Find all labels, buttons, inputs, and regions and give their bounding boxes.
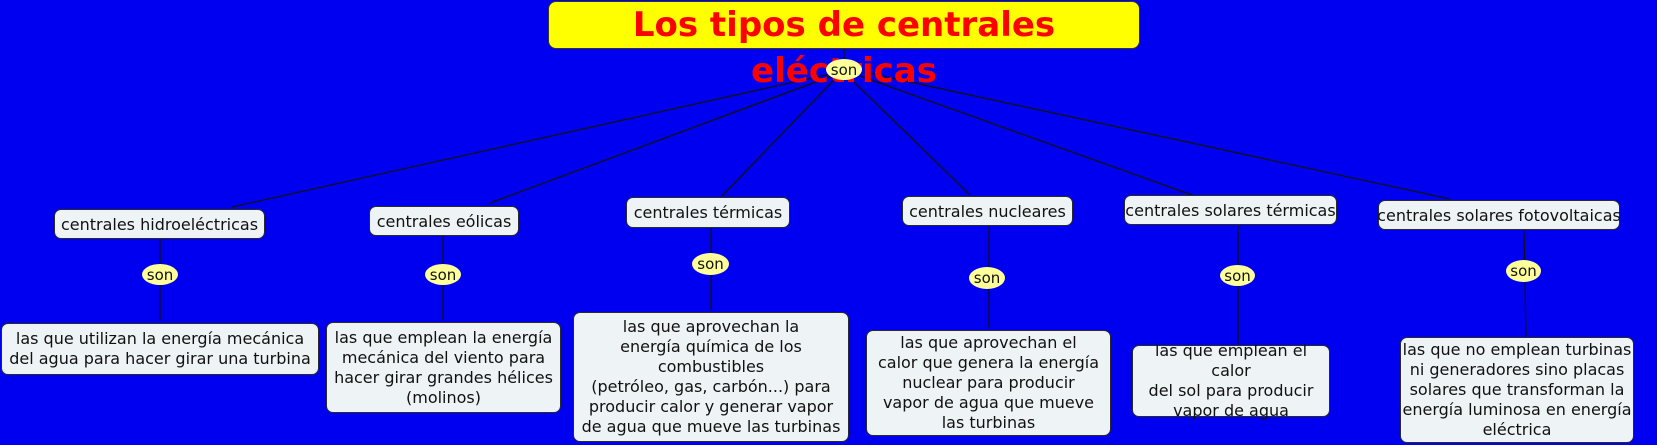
link-label-hidroelectricas: son: [142, 264, 178, 285]
node-eolicas[interactable]: centrales eólicas: [369, 206, 519, 236]
link-label-termicas: son: [692, 253, 729, 275]
main-title: Los tipos de centrales eléctricas: [548, 1, 1140, 91]
node-termicas[interactable]: centrales térmicas: [626, 197, 790, 228]
node-hidroelectricas[interactable]: centrales hidroeléctricas: [54, 209, 265, 239]
node-solares-termicas[interactable]: centrales solares térmicas: [1124, 195, 1337, 225]
root-link-label: son: [826, 59, 862, 80]
link-label-nucleares: son: [969, 267, 1005, 289]
link-label-solares-termicas: son: [1220, 265, 1255, 286]
desc-solares-termicas[interactable]: las que emplean el calor del sol para pr…: [1132, 341, 1330, 420]
desc-eolicas[interactable]: las que emplean la energía mecánica del …: [326, 322, 561, 413]
desc-termicas[interactable]: las que aprovechan la energía química de…: [573, 312, 849, 442]
desc-nucleares[interactable]: las que aprovechan el calor que genera l…: [866, 330, 1111, 436]
node-nucleares[interactable]: centrales nucleares: [902, 196, 1073, 226]
desc-solares-fotovoltaicas[interactable]: las que no emplean turbinas ni generador…: [1400, 337, 1634, 443]
node-solares-fotovoltaicas[interactable]: centrales solares fotovoltaicas: [1377, 200, 1621, 230]
link-label-eolicas: son: [425, 264, 461, 285]
link-label-solares-fotovoltaicas: son: [1506, 260, 1541, 282]
desc-hidroelectricas[interactable]: las que utilizan la energía mecánica del…: [1, 323, 319, 375]
